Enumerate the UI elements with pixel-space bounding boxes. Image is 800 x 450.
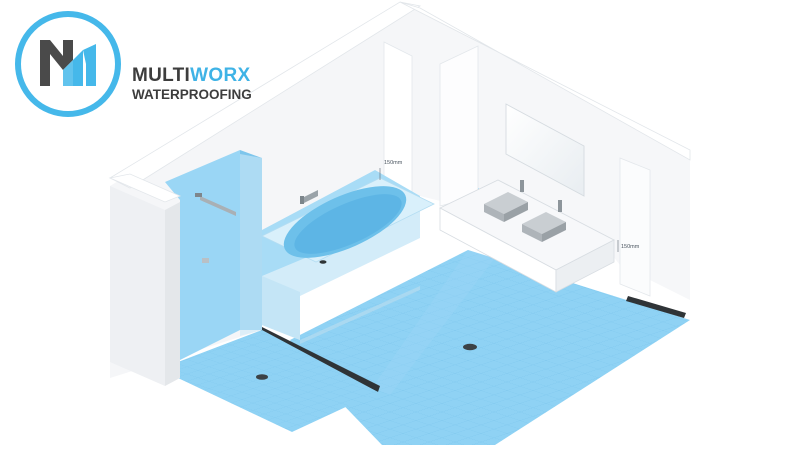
shower-stub-wall bbox=[110, 186, 165, 386]
bath-basin-inner bbox=[294, 194, 402, 254]
main-floor bbox=[260, 250, 690, 445]
logo-w-diag bbox=[63, 60, 73, 86]
corner-pillar-right bbox=[439, 45, 479, 207]
door-edge-strip bbox=[260, 327, 380, 392]
basin-left-front bbox=[484, 204, 504, 222]
shower-glass-screen bbox=[240, 154, 262, 336]
floor-membrane bbox=[290, 250, 690, 445]
logo: MULTIWORX WATERPROOFING bbox=[14, 14, 274, 114]
logo-m-icon bbox=[40, 40, 63, 86]
wall-top-cap bbox=[109, 1, 422, 189]
shower-zone bbox=[110, 150, 378, 432]
shower-drain bbox=[256, 374, 268, 380]
basin-right-front bbox=[522, 224, 542, 242]
right-edge-strip bbox=[626, 296, 686, 318]
bath-mixer bbox=[300, 196, 304, 204]
brand-name-part2: WORX bbox=[190, 65, 251, 86]
brand-tagline: WATERPROOFING bbox=[132, 87, 252, 102]
basin-left-side bbox=[504, 202, 528, 222]
shower-stub-wall-front bbox=[165, 202, 180, 386]
floor-drain bbox=[463, 343, 477, 351]
bath-dimension-label: 150mm bbox=[384, 160, 403, 166]
vanity-side bbox=[555, 239, 615, 293]
shower-wall-membrane bbox=[165, 150, 240, 360]
shower-mixer bbox=[202, 258, 209, 263]
logo-w-right bbox=[83, 44, 96, 86]
basin-right-side bbox=[542, 222, 566, 242]
brand-name-part1: MULTI bbox=[132, 65, 191, 86]
floor-membrane-strip bbox=[372, 250, 495, 395]
shower-floor bbox=[178, 330, 378, 432]
shower-arm bbox=[195, 193, 202, 197]
left-near-wall bbox=[108, 173, 182, 203]
left-wall-top bbox=[108, 173, 182, 203]
corner-pillar-left bbox=[383, 41, 413, 197]
bath-edge-strip bbox=[300, 286, 420, 344]
basin-right bbox=[522, 212, 566, 234]
shower-head bbox=[200, 196, 236, 216]
bath-drain bbox=[319, 260, 327, 264]
logo-w-icon bbox=[73, 50, 83, 86]
tap-right bbox=[558, 200, 562, 212]
bath-spout bbox=[302, 190, 318, 204]
vanity-dimension-label: 150mm bbox=[621, 244, 640, 250]
vanity-zone bbox=[439, 103, 619, 293]
tap-left bbox=[520, 180, 524, 192]
basin-left bbox=[484, 192, 528, 214]
mirror bbox=[505, 103, 585, 197]
bath-front-panel bbox=[262, 210, 420, 340]
bath-end-panel bbox=[262, 276, 300, 340]
bath-zone bbox=[261, 168, 435, 344]
right-wall-top-cap bbox=[399, 1, 691, 161]
logo-mark bbox=[15, 11, 121, 117]
right-wall-column bbox=[619, 157, 651, 297]
brand-name: MULTIWORX bbox=[132, 66, 250, 86]
